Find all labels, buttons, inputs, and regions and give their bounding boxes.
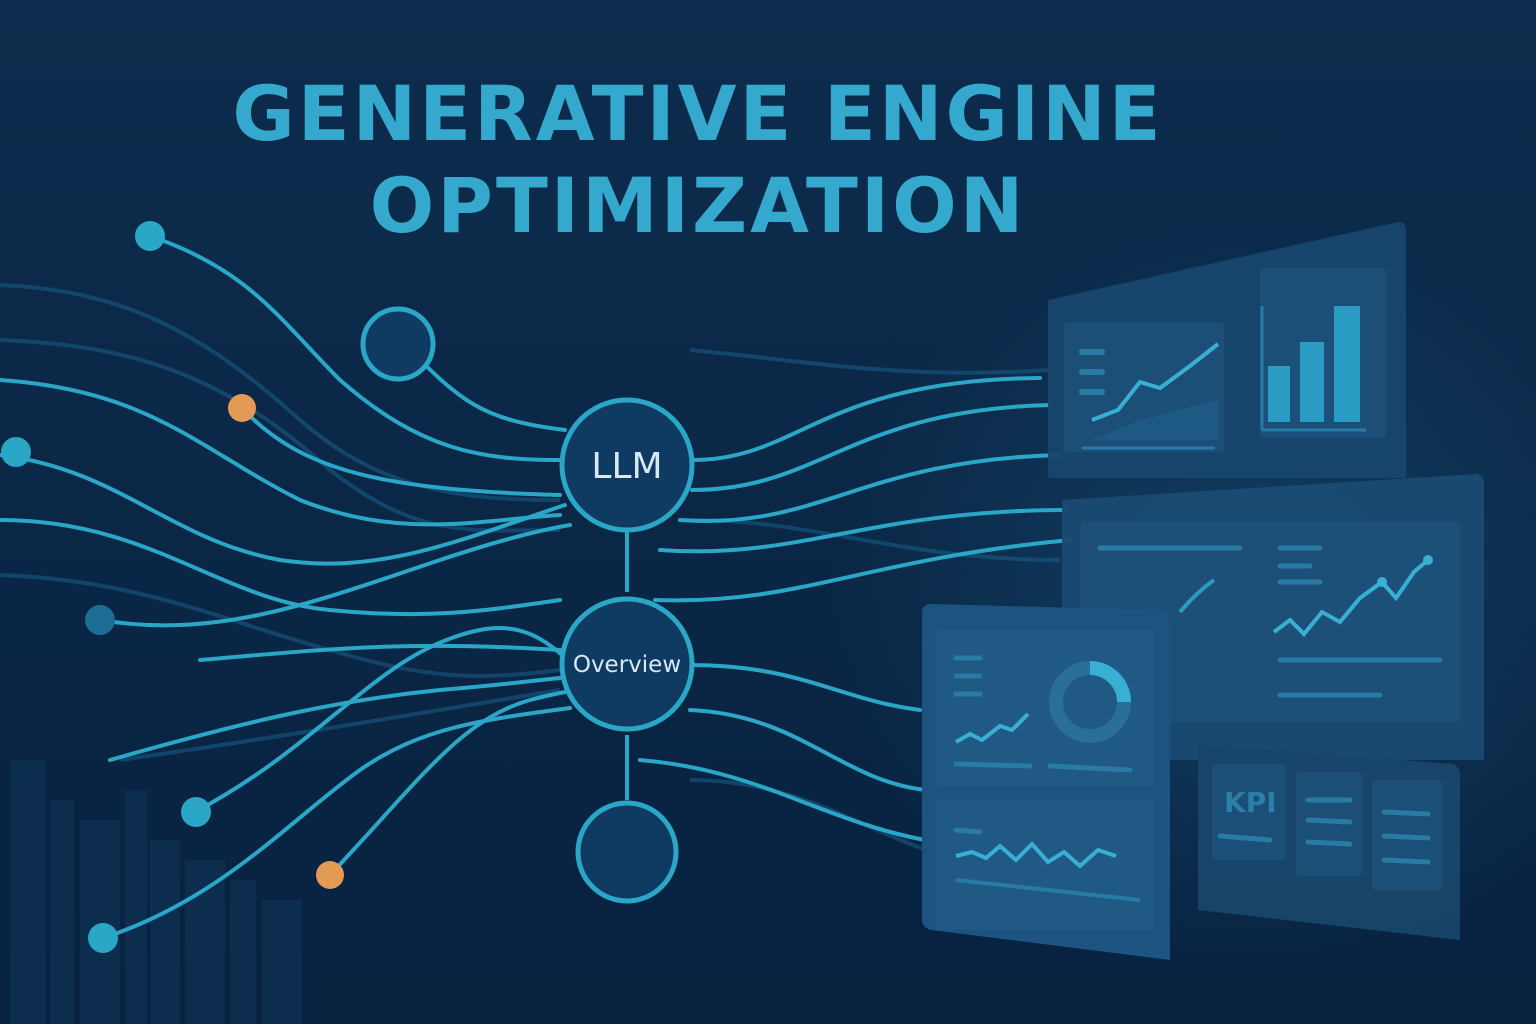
panel-front — [922, 604, 1170, 960]
dot-teal — [88, 923, 118, 953]
node-bottom — [575, 800, 679, 904]
connection-lines-right — [638, 376, 1072, 842]
dot-orange — [228, 394, 256, 422]
node-overview: Overview — [559, 596, 695, 732]
dot-teal — [135, 221, 165, 251]
bar-chart-icon — [1268, 306, 1360, 422]
line-chart-icon — [955, 841, 1117, 869]
dot-dim — [85, 605, 115, 635]
skyline-silhouette — [10, 760, 302, 1024]
panel-top — [1048, 221, 1406, 478]
node-small-top — [360, 306, 436, 382]
title-line-1: GENERATIVE ENGINE — [232, 69, 1163, 158]
panel-kpi: KPI — [1198, 744, 1460, 940]
kpi-label: KPI — [1224, 786, 1277, 819]
endpoint-dots — [1, 221, 344, 953]
connection-lines-left — [0, 234, 572, 940]
dot-orange — [316, 861, 344, 889]
line-chart-icon — [1091, 342, 1220, 422]
node-llm-label: LLM — [591, 446, 662, 487]
title-line-2: OPTIMIZATION — [370, 161, 1027, 250]
line-chart-icon — [955, 712, 1030, 744]
dashboard-panels: KPI — [922, 221, 1484, 960]
node-llm: LLM — [559, 397, 695, 533]
dot-teal — [181, 797, 211, 827]
dot-teal — [1, 437, 31, 467]
line-chart-icon — [1272, 558, 1430, 637]
node-overview-label: Overview — [573, 652, 681, 678]
